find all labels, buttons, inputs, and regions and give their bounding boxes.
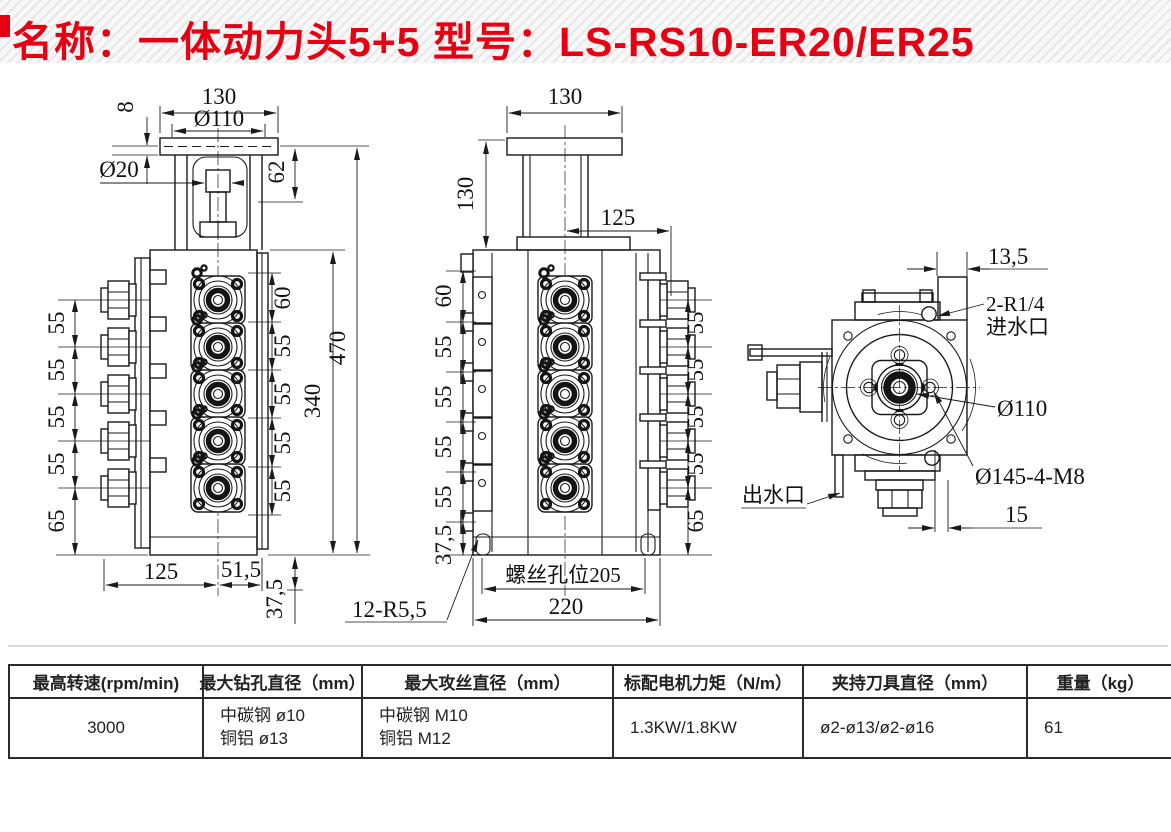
- cell-drill-line2: 铜铝 ø13: [220, 729, 289, 748]
- note-inlet-thread: 2-R1/4: [986, 292, 1045, 316]
- dim-front-body-height: 340: [300, 384, 325, 419]
- col-header-motor: 标配电机力矩（N/m）: [614, 666, 804, 699]
- dim-front-pitch-55c: 55: [270, 432, 295, 455]
- spec-table: 最高转速(rpm/min) 最大钻孔直径（mm） 最大攻丝直径（mm） 标配电机…: [8, 664, 1171, 759]
- cell-tap-line1: 中碳钢 M10: [379, 706, 468, 726]
- note-outlet-label: 出水口: [742, 483, 805, 507]
- dim-end-edge-offset: 13,5: [988, 244, 1028, 269]
- cell-speed: 3000: [10, 699, 204, 757]
- dim-side-right-65: 65: [683, 510, 708, 533]
- dim-front-depth: 125: [144, 559, 179, 584]
- dim-front-stem-height: 62: [264, 161, 289, 184]
- cell-drill: 中碳钢 ø10 铜铝 ø13: [204, 699, 363, 757]
- dim-side-stem-height: 130: [453, 177, 478, 212]
- dim-side-left-55c: 55: [431, 436, 456, 459]
- dim-front-total-height: 470: [325, 331, 350, 366]
- dim-front-pitch-55a: 55: [270, 335, 295, 358]
- title-bar: 名称：一体动力头5+5 型号：LS-RS10-ER20/ER25: [0, 0, 1171, 65]
- model-number: 型号：LS-RS10-ER20/ER25: [432, 19, 975, 65]
- cell-tap-line2: 铜铝 M12: [379, 729, 451, 748]
- dim-front-top-width: 130: [202, 84, 237, 109]
- cell-drill-line1: 中碳钢 ø10: [220, 706, 306, 726]
- dim-front-left-55c: 55: [44, 406, 69, 429]
- col-header-tap: 最大攻丝直径（mm）: [363, 666, 614, 699]
- cell-clamp: ø2-ø13/ø2-ø16: [804, 699, 1028, 757]
- front-view: 130 Ø110 8 Ø20 62: [44, 84, 370, 624]
- dim-front-offset: 51,5: [221, 557, 261, 582]
- dim-front-pitch-60: 60: [270, 287, 295, 310]
- dim-side-right-55d: 55: [683, 453, 708, 476]
- dim-side-right-55b: 55: [683, 359, 708, 382]
- cell-weight: 61: [1028, 699, 1171, 757]
- dim-front-left-65: 65: [44, 510, 69, 533]
- table-top-separator: [8, 645, 1168, 647]
- dim-front-shaft-dia: Ø20: [99, 157, 139, 182]
- dim-side-left-37-5: 37,5: [431, 525, 456, 565]
- dim-front-pitch-55b: 55: [270, 383, 295, 406]
- technical-drawing: 130 Ø110 8 Ø20 62: [44, 84, 1085, 626]
- dim-side-left-55a: 55: [431, 336, 456, 359]
- note-inlet-label: 进水口: [986, 315, 1049, 339]
- dim-side-center-offset: 125: [601, 205, 636, 230]
- dim-side-screw-note: 螺丝孔位205: [505, 563, 621, 587]
- dim-side-left-55d: 55: [431, 486, 456, 509]
- side-view: 130 130 125 60 55 55 55: [345, 84, 712, 626]
- dim-side-left-60: 60: [431, 285, 456, 308]
- end-view: 13,5 2-R1/4 进水口 Ø110 Ø145-4-M8 出水口 15: [741, 244, 1085, 532]
- sheet-title: 名称：一体动力头5+5 型号：LS-RS10-ER20/ER25: [12, 8, 975, 68]
- col-header-clamp: 夹持刀具直径（mm）: [804, 666, 1028, 699]
- dim-front-plate-thickness: 8: [113, 101, 138, 113]
- dim-front-left-55b: 55: [44, 359, 69, 382]
- dim-front-base-offset: 37,5: [262, 579, 287, 619]
- dim-end-spindle-dia: Ø110: [997, 396, 1047, 421]
- cell-motor: 1.3KW/1.8KW: [614, 699, 804, 757]
- dim-end-bolt-circle: Ø145-4-M8: [975, 464, 1085, 489]
- col-header-drill: 最大钻孔直径（mm）: [199, 666, 366, 699]
- dim-side-top-width: 130: [548, 84, 583, 109]
- dim-side-right-55a: 55: [683, 312, 708, 335]
- dim-front-left-55a: 55: [44, 312, 69, 335]
- cell-tap: 中碳钢 M10 铜铝 M12: [363, 699, 614, 757]
- dim-front-left-55d: 55: [44, 453, 69, 476]
- col-header-speed: 最高转速(rpm/min): [10, 666, 204, 699]
- dim-front-pitch-55d: 55: [270, 480, 295, 503]
- dim-side-left-55b: 55: [431, 386, 456, 409]
- dim-side-total-width: 220: [549, 594, 584, 619]
- red-accent-block: [0, 15, 10, 37]
- dim-end-port-offset: 15: [1005, 502, 1028, 527]
- dim-front-flange-dia: Ø110: [194, 106, 244, 131]
- dim-side-right-55c: 55: [683, 406, 708, 429]
- col-header-weight: 重量（kg）: [1028, 666, 1171, 699]
- note-slot-radius: 12-R5,5: [352, 597, 427, 622]
- part-name: 名称：一体动力头5+5: [12, 19, 421, 65]
